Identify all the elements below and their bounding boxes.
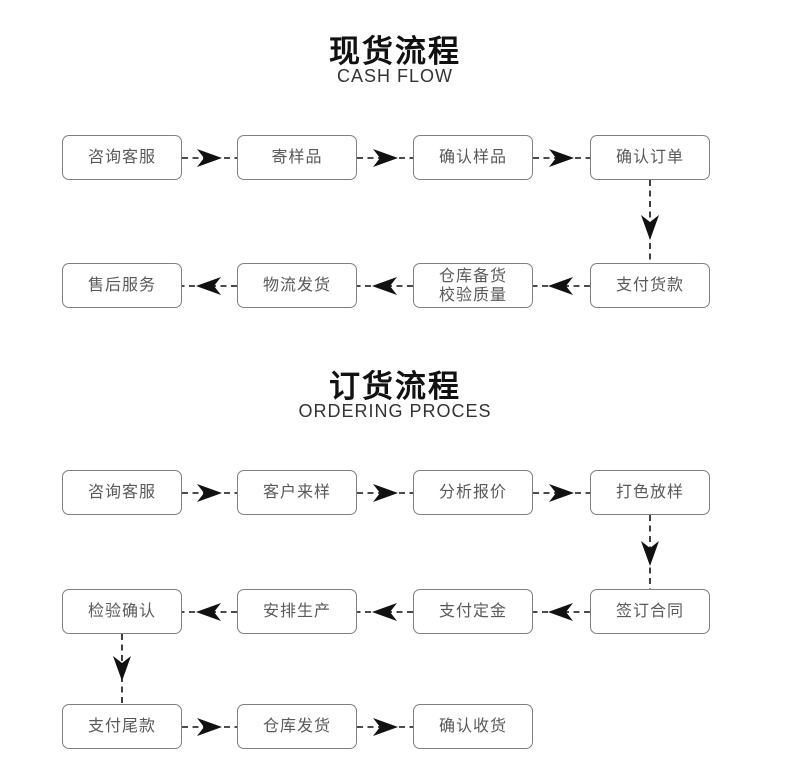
step-confirm-sample: 确认样品 — [413, 135, 533, 180]
flow-step-label: 签订合同 — [615, 603, 684, 620]
flow-step-label: 打色放样 — [615, 484, 684, 501]
step-arrange-production: 安排生产 — [237, 589, 357, 634]
step-customer-sample: 客户来样 — [237, 470, 357, 515]
section-subtitle-ordering: ORDERING PROCES — [298, 401, 492, 421]
flow-step-label: 支付货款 — [615, 277, 684, 294]
dashed-arrow-down — [641, 180, 659, 263]
dashed-arrow-down — [641, 515, 659, 589]
flow-step-label: 咨询客服 — [87, 149, 156, 166]
flow-step-label: 安排生产 — [262, 603, 331, 620]
flow-step-label: 仓库备货 — [438, 267, 507, 285]
flow-step-label: 确认订单 — [615, 149, 684, 166]
flow-step-label: 咨询客服 — [87, 484, 156, 501]
flow-step-label: 仓库发货 — [262, 718, 331, 735]
step-warehouse-ship: 仓库发货 — [237, 704, 357, 749]
section-title-cash: 现货流程 — [329, 34, 461, 69]
dashed-arrow-down — [113, 634, 131, 704]
flow-step-label: 确认收货 — [438, 718, 507, 735]
section-subtitle-cash: CASH FLOW — [336, 66, 453, 86]
step-confirm-receipt: 确认收货 — [413, 704, 533, 749]
step-warehouse-prepare-qc: 仓库备货 校验质量 — [413, 263, 533, 308]
step-logistics-ship: 物流发货 — [237, 263, 357, 308]
step-confirm-order: 确认订单 — [590, 135, 710, 180]
flow-step-label: 售后服务 — [87, 277, 156, 294]
section-title-ordering: 订货流程 — [329, 369, 461, 404]
flow-step-label: 物流发货 — [262, 277, 331, 294]
step-send-sample: 寄样品 — [237, 135, 357, 180]
step-pay-deposit: 支付定金 — [413, 589, 533, 634]
flow-step-label: 支付定金 — [438, 603, 507, 620]
step-sign-contract: 签订合同 — [590, 589, 710, 634]
step-inspection-confirm: 检验确认 — [62, 589, 182, 634]
flow-step-label: 支付尾款 — [87, 718, 156, 735]
step-pay-goods: 支付货款 — [590, 263, 710, 308]
flow-step-label: 寄样品 — [271, 149, 323, 166]
flow-step-label: 分析报价 — [438, 484, 507, 501]
flow-step-label: 校验质量 — [438, 286, 507, 304]
flow-step-label: 客户来样 — [262, 484, 331, 501]
flow-step-label: 检验确认 — [87, 603, 156, 620]
step-analyze-quote: 分析报价 — [413, 470, 533, 515]
step-pay-balance: 支付尾款 — [62, 704, 182, 749]
step-consult-support: 咨询客服 — [62, 135, 182, 180]
step-after-sales: 售后服务 — [62, 263, 182, 308]
step-color-proofing: 打色放样 — [590, 470, 710, 515]
flow-step-label: 确认样品 — [438, 149, 507, 166]
step-consult-support-2: 咨询客服 — [62, 470, 182, 515]
